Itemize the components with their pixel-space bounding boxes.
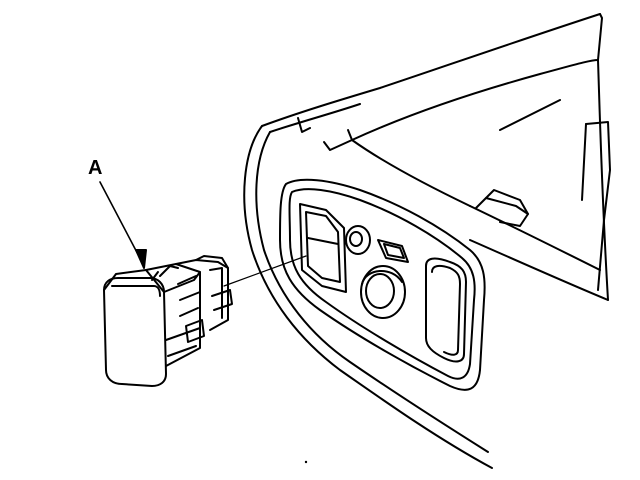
mirror-select-knob [345, 225, 371, 255]
callout-arrow [99, 181, 147, 269]
switch-opening [299, 203, 347, 293]
leader-line [223, 255, 307, 287]
rocker-button [377, 239, 409, 263]
door-trim-panel [243, 13, 611, 469]
switch-bezel [279, 178, 486, 391]
switch-a [103, 255, 233, 387]
detail-dot [304, 460, 308, 464]
right-window-switch [425, 257, 467, 363]
mirror-joystick [360, 265, 406, 319]
callout-label-a: A [88, 157, 103, 179]
